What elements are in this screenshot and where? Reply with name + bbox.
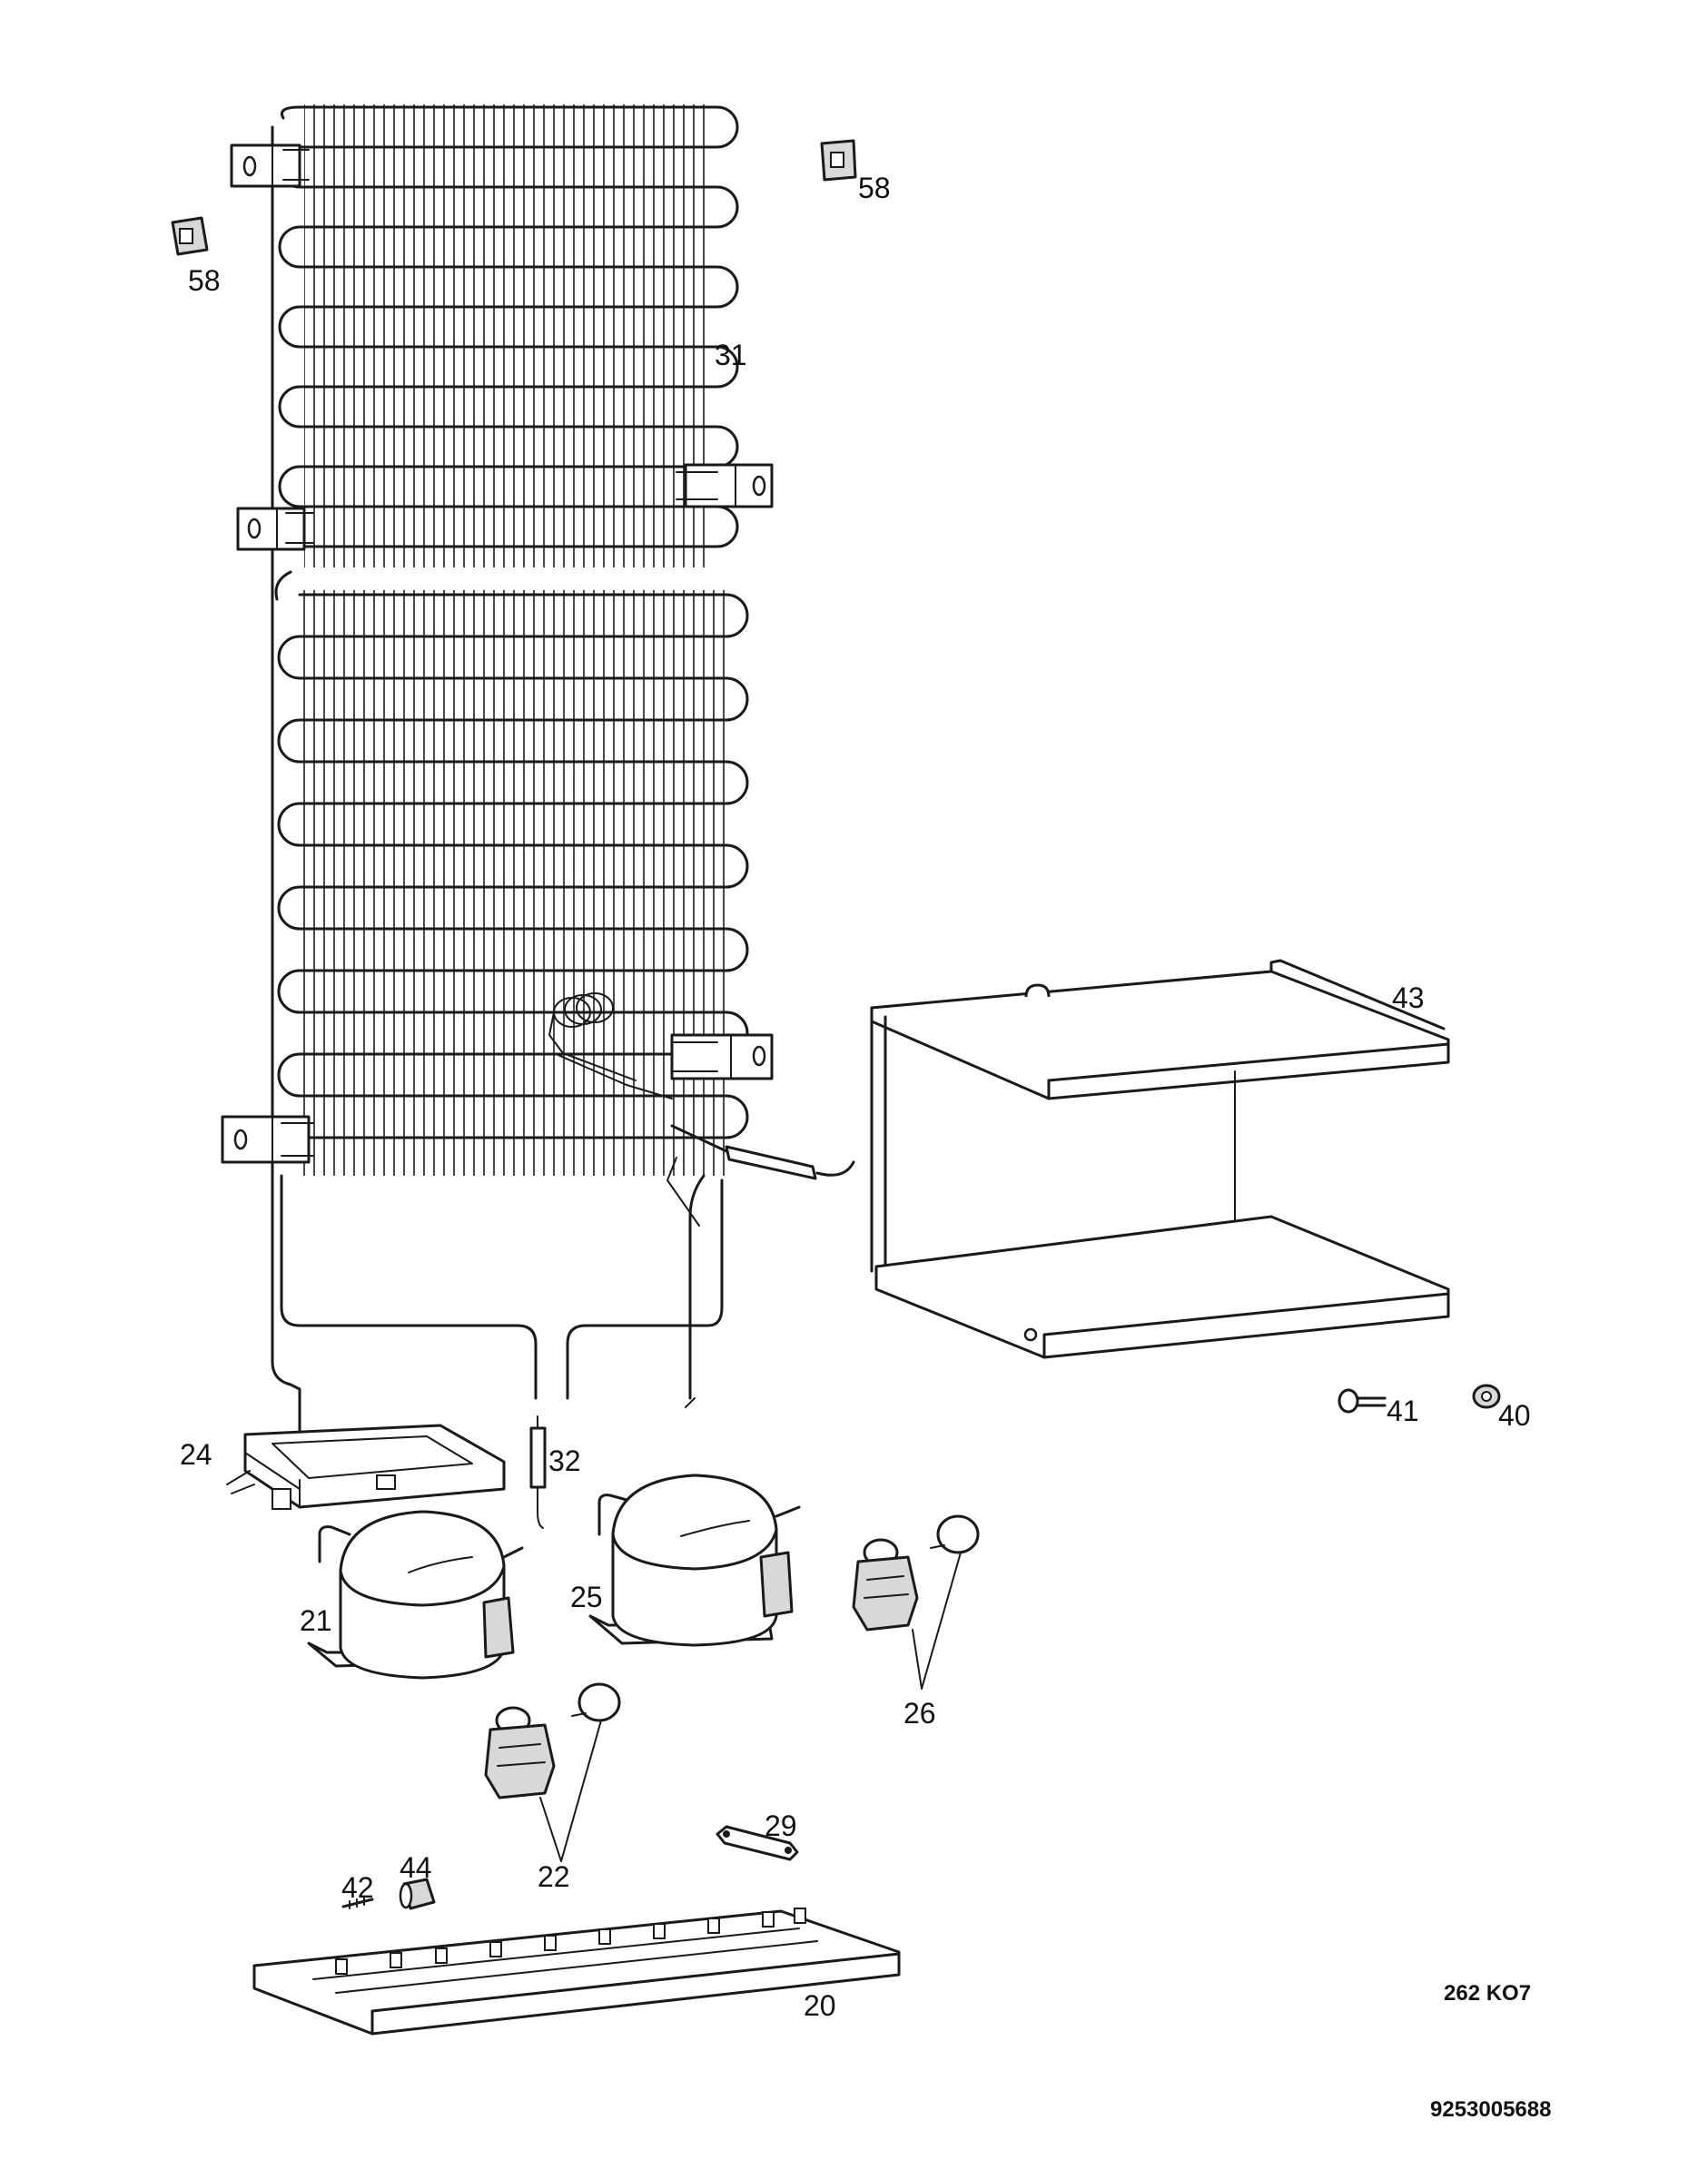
- clip-58-right: [820, 139, 857, 182]
- base-plate-tab: [489, 1941, 502, 1957]
- base-plate-tab: [762, 1911, 775, 1928]
- screw-41: [1338, 1388, 1387, 1414]
- label-31: 31: [715, 339, 747, 371]
- label-25: 25: [570, 1581, 603, 1613]
- label-43: 43: [1392, 981, 1425, 1014]
- clip-58-left: [171, 216, 209, 256]
- compressor-21: [307, 1510, 524, 1680]
- label-42: 42: [341, 1871, 374, 1904]
- base-plate-tab: [598, 1928, 611, 1945]
- coil-tube: [277, 593, 749, 1139]
- tray-frame-43: [870, 959, 1450, 1359]
- nut-40: [1472, 1384, 1501, 1409]
- drawing-code: 262 KO7: [1444, 1981, 1531, 2006]
- base-plate-tab: [794, 1908, 806, 1924]
- part-labels: 58 58 31 43 41 40 24 32 21 25 26 22 29 4…: [180, 172, 1531, 2022]
- bracket-29: [716, 1825, 799, 1861]
- label-21: 21: [300, 1604, 332, 1637]
- pin-42: [341, 1897, 374, 1909]
- base-plate-tab: [707, 1918, 720, 1934]
- condenser-coil: [221, 104, 855, 1436]
- condenser-bracket-top-left: [230, 143, 310, 188]
- label-24: 24: [180, 1438, 212, 1471]
- label-22: 22: [538, 1860, 570, 1893]
- base-plate-tab: [390, 1952, 402, 1968]
- base-plate-tab: [544, 1935, 557, 1951]
- label-32: 32: [548, 1444, 581, 1477]
- relay-starter-22: [484, 1682, 621, 1862]
- document-number: 9253005688: [1430, 2097, 1551, 2122]
- base-plate-tab: [335, 1958, 348, 1975]
- condenser-bracket-mid-right: [676, 463, 774, 508]
- base-plate-20: [252, 1908, 901, 2036]
- relay-starter-26: [852, 1514, 980, 1690]
- condenser-bracket-mid-left: [236, 507, 314, 551]
- drip-tray-24: [226, 1424, 506, 1510]
- base-plate-tab: [653, 1923, 666, 1939]
- condenser-bracket-low-right: [670, 1033, 774, 1080]
- label-20: 20: [804, 1989, 836, 2022]
- filter-drier: [666, 1124, 855, 1227]
- base-plate-tab: [435, 1947, 448, 1964]
- spacer-44: [399, 1878, 436, 1910]
- coil-tube: [278, 105, 739, 548]
- label-58-right: 58: [858, 172, 891, 204]
- label-40: 40: [1498, 1399, 1531, 1432]
- label-26: 26: [903, 1697, 936, 1730]
- condenser-bracket-low-left: [221, 1115, 314, 1164]
- drier-32: [529, 1415, 547, 1529]
- label-44: 44: [400, 1851, 432, 1884]
- compressor-25: [588, 1474, 801, 1647]
- label-58-left: 58: [188, 264, 221, 297]
- label-29: 29: [765, 1809, 797, 1842]
- capillary-spiral: [548, 992, 673, 1099]
- label-41: 41: [1387, 1395, 1419, 1427]
